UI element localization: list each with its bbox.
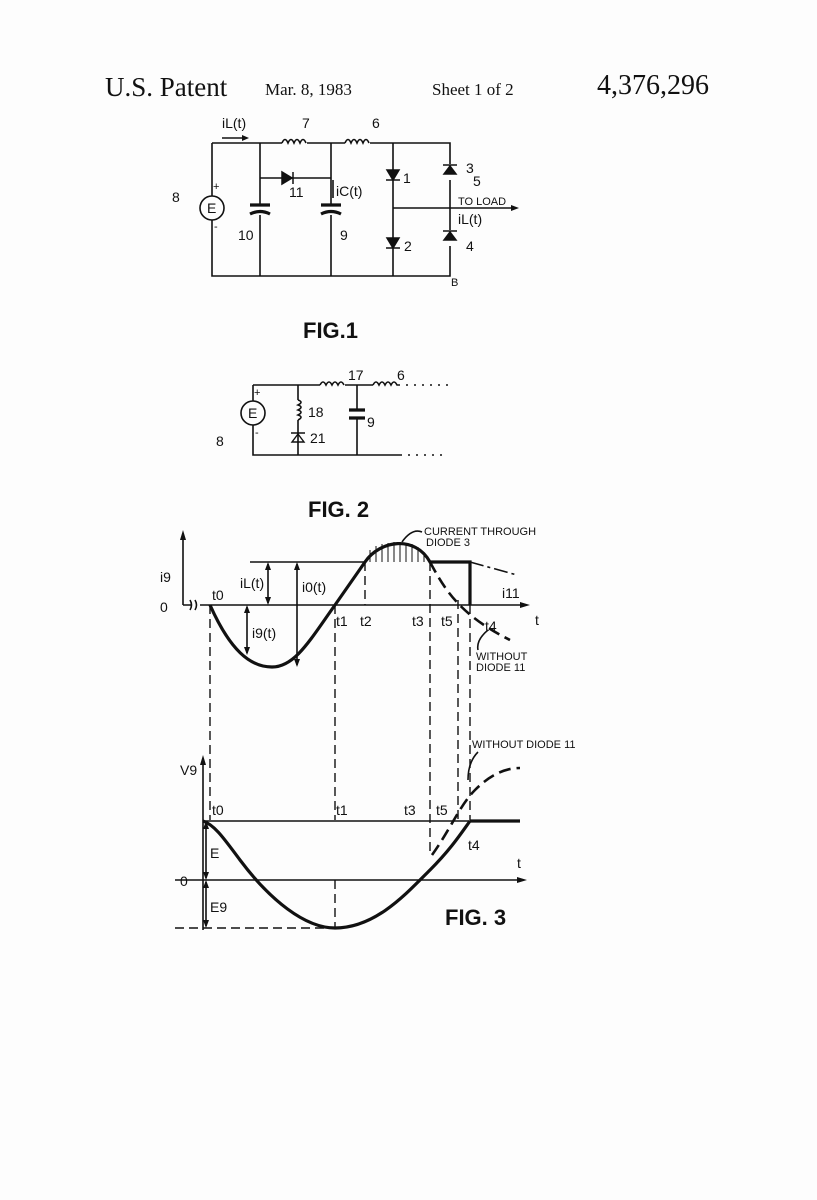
label-ic: iC(t)	[336, 183, 362, 199]
inductor-17	[319, 381, 345, 387]
tick-t1: t1	[336, 802, 348, 818]
fig1-caption: FIG.1	[303, 318, 358, 343]
label-il-load: iL(t)	[458, 211, 482, 227]
label-17: 17	[348, 367, 364, 383]
capacitor-9-fig2	[349, 408, 365, 420]
label-to-load: TO LOAD	[458, 196, 506, 208]
capacitor-9	[320, 203, 342, 216]
label-i11: i11	[502, 585, 520, 601]
note-without-diode11: WITHOUT DIODE 11	[472, 739, 576, 751]
minus-sign: -	[214, 221, 218, 233]
diode-4	[442, 230, 458, 241]
axis-label-i9: i9	[160, 569, 171, 585]
label-7: 7	[302, 115, 310, 131]
voltage-source-e-fig2	[240, 400, 266, 426]
tick-t4: t4	[468, 837, 480, 853]
tick-t3: t3	[404, 802, 416, 818]
label-6: 6	[372, 115, 380, 131]
label-3: 3	[466, 160, 474, 176]
label-8: 8	[172, 189, 180, 205]
tick-t5: t5	[441, 613, 453, 629]
label-6: 6	[397, 367, 405, 383]
plus-sign: +	[254, 387, 260, 399]
label-1: 1	[403, 170, 411, 186]
patent-date: Mar. 8, 1983	[265, 80, 352, 99]
zero-label: 0	[160, 599, 168, 615]
axis-label-t: t	[517, 855, 521, 871]
i9-curve	[208, 542, 472, 669]
label-8: 8	[216, 433, 224, 449]
tick-t2: t2	[360, 613, 372, 629]
label-il: iL(t)	[240, 575, 264, 591]
note-without-diode11-2: DIODE 11	[476, 662, 525, 674]
tick-t3: t3	[412, 613, 424, 629]
v9-curve	[202, 819, 472, 930]
voltage-source-e	[199, 195, 225, 221]
label-9: 9	[367, 414, 375, 430]
label-10: 10	[238, 227, 254, 243]
label-i9t: i9(t)	[252, 625, 276, 641]
diode-11	[281, 170, 294, 186]
patent-title: U.S. Patent	[105, 72, 228, 102]
label-io: i0(t)	[302, 579, 326, 595]
note-without-diode11: WITHOUT	[476, 651, 528, 663]
patent-number: 4,376,296	[597, 70, 709, 101]
label-il: iL(t)	[222, 115, 246, 131]
fig3-voltage-plot: V9 0 t t0 t1 t3 t5 t4 E E9 WITHOUT DIODE…	[175, 739, 576, 930]
label-e: E	[207, 200, 216, 216]
tick-t0: t0	[212, 587, 224, 603]
tick-t0: t0	[212, 802, 224, 818]
minus-sign: -	[255, 427, 259, 439]
inductor-6	[344, 138, 370, 146]
fig3-caption: FIG. 3	[445, 905, 506, 930]
label-e: E	[248, 405, 257, 421]
note-current-diode3-2: DIODE 3	[426, 537, 470, 549]
plus-sign: +	[213, 181, 219, 193]
label-9: 9	[340, 227, 348, 243]
inductor-18	[295, 399, 302, 421]
fig3-current-plot: i9 0 t t0 t1 t2 t3 t5 t4 iL(t) i0(t) i9(…	[160, 526, 539, 855]
label-4: 4	[466, 238, 474, 254]
axis-label-t: t	[535, 612, 539, 628]
inductor-6-fig2	[372, 381, 398, 387]
tick-t4: t4	[485, 618, 497, 634]
label-b: B	[451, 277, 458, 289]
diode-3	[442, 164, 458, 175]
diode-2	[385, 237, 401, 250]
tick-t1: t1	[336, 613, 348, 629]
label-11: 11	[289, 184, 304, 200]
diode-1	[385, 169, 401, 182]
label-2: 2	[404, 238, 412, 254]
label-e: E	[210, 845, 219, 861]
diode-21	[290, 432, 306, 443]
fig2-caption: FIG. 2	[308, 497, 369, 522]
inductor-7	[281, 138, 307, 146]
note-current-diode3: CURRENT THROUGH	[424, 526, 536, 538]
fig2-circuit: E 8 + - 17 6 18 21 9 FIG. 2	[216, 367, 448, 522]
label-18: 18	[308, 404, 324, 420]
tick-t5: t5	[436, 802, 448, 818]
capacitor-10	[249, 203, 271, 216]
fig1-circuit: iL(t) 7 6 E 8 + - 10 9 11 iC(t) 1 2 3 4 …	[172, 115, 519, 343]
axis-label-v9: V9	[180, 762, 197, 778]
diode3-shaded-area	[369, 542, 425, 562]
label-e9: E9	[210, 899, 227, 915]
sheet-number: Sheet 1 of 2	[432, 80, 514, 99]
label-5: 5	[473, 173, 481, 189]
label-21: 21	[310, 430, 326, 446]
zero-label: 0	[180, 873, 188, 889]
